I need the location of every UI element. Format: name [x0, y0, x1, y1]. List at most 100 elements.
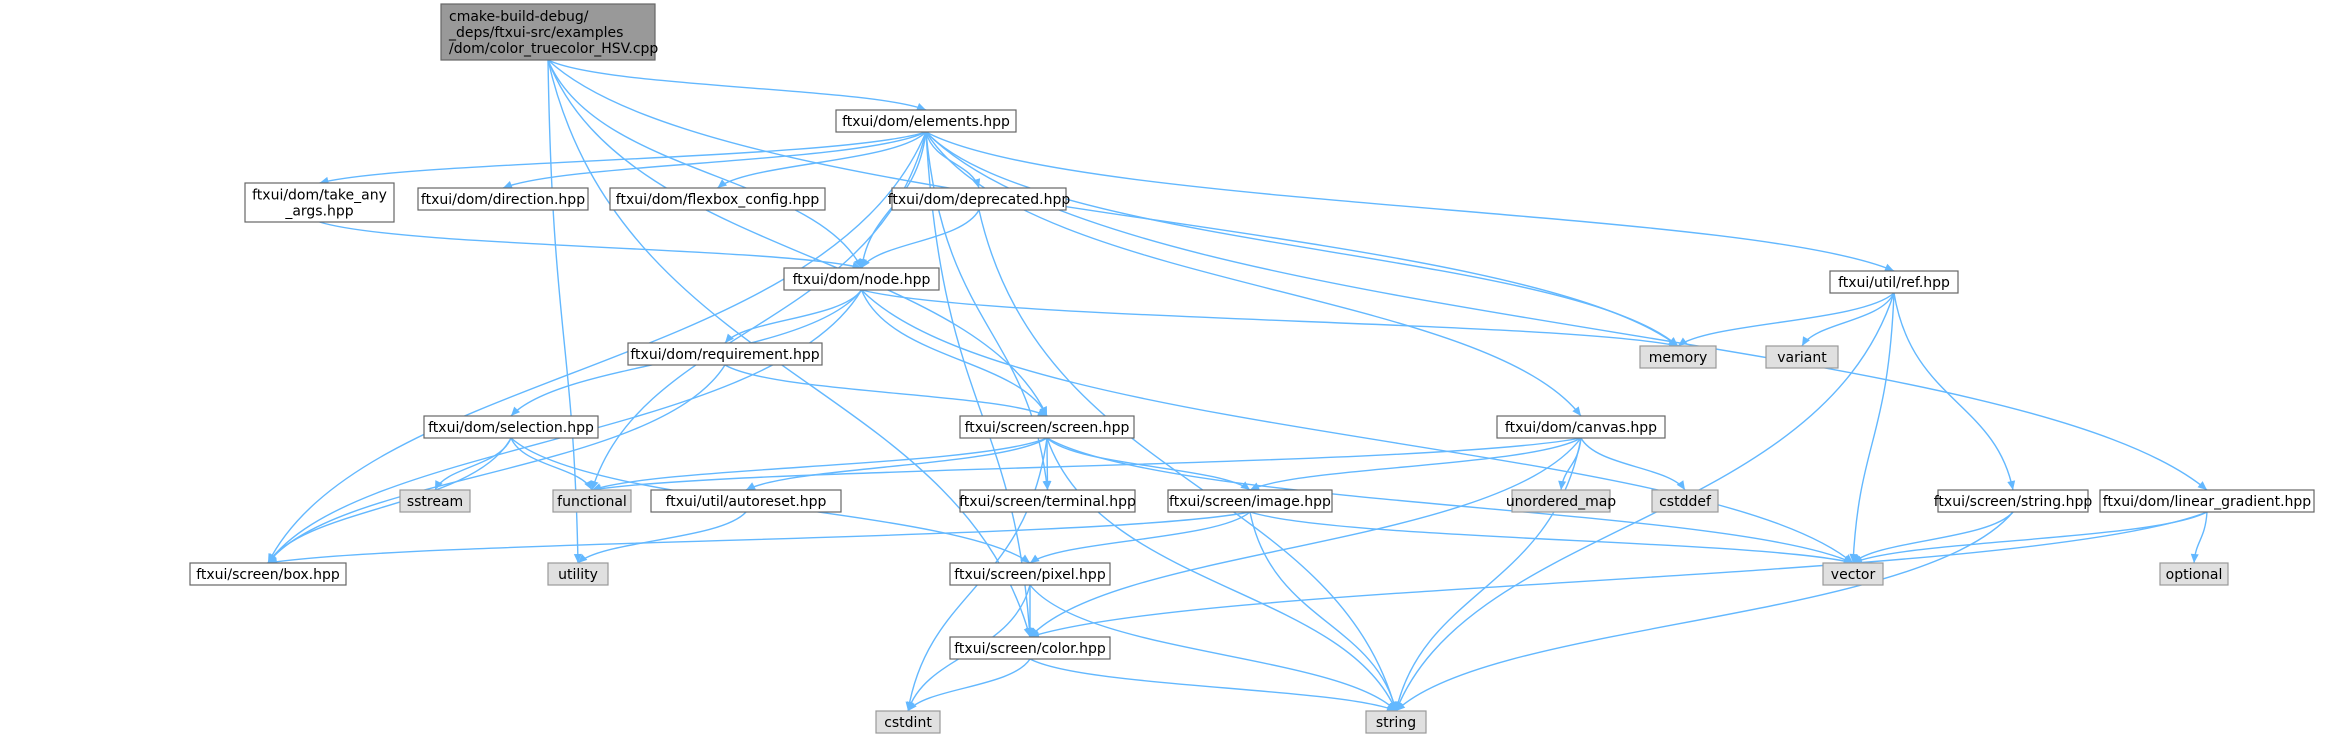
node-box — [783, 267, 940, 291]
node-label: unordered_map — [1506, 494, 1616, 510]
node-label: ftxui/dom/node.hpp — [793, 272, 931, 288]
node-image[interactable]: ftxui/screen/image.hpp — [1167, 489, 1333, 513]
node-label: ftxui/screen/terminal.hpp — [959, 494, 1136, 510]
node-box[interactable]: ftxui/screen/box.hpp — [189, 562, 347, 586]
node-box — [547, 562, 609, 586]
node-label: ftxui/screen/color.hpp — [954, 641, 1106, 657]
arrowhead — [1802, 336, 1810, 346]
node-label: /dom/color_truecolor_HSV.cpp — [449, 41, 658, 57]
node-box — [1651, 489, 1719, 513]
node-label: ftxui/screen/screen.hpp — [965, 420, 1130, 436]
node-box — [627, 342, 823, 366]
arrowhead — [1250, 482, 1260, 490]
edge-selection-to-box — [267, 437, 512, 564]
node-box — [2159, 562, 2229, 586]
node-box — [891, 187, 1067, 211]
edges-layer — [267, 59, 2208, 712]
node-screen-string[interactable]: ftxui/screen/string.hpp — [1934, 489, 2093, 513]
edge-requirement-to-box — [267, 364, 726, 564]
arrowhead — [584, 480, 592, 490]
arrowhead — [1026, 628, 1034, 637]
node-box — [949, 562, 1111, 586]
node-label: _deps/ftxui-src/examples — [448, 25, 623, 41]
node-label: memory — [1649, 350, 1708, 366]
edge-linear_gradient-to-vector — [1852, 511, 2208, 564]
node-label: ftxui/screen/pixel.hpp — [954, 567, 1106, 583]
node-box — [1365, 710, 1427, 734]
edge-root-to-node — [547, 59, 863, 269]
node-root[interactable]: cmake-build-debug/_deps/ftxui-src/exampl… — [440, 3, 658, 61]
arrowhead — [578, 553, 588, 563]
node-functional: functional — [552, 489, 632, 513]
edge-elements-to-color — [925, 131, 1031, 638]
node-label: vector — [1831, 567, 1876, 583]
node-deprecated[interactable]: ftxui/dom/deprecated.hpp — [888, 187, 1071, 211]
edge-canvas-to-color — [1029, 437, 1582, 638]
node-box — [1496, 415, 1666, 439]
node-direction[interactable]: ftxui/dom/direction.hpp — [417, 187, 589, 211]
edge-color-to-cstdint — [907, 658, 1031, 712]
node-terminal[interactable]: ftxui/screen/terminal.hpp — [959, 489, 1136, 513]
node-box — [244, 182, 395, 223]
edge-screen_string-to-string — [1395, 511, 2014, 712]
arrowhead — [2007, 480, 2016, 490]
node-util-ref[interactable]: ftxui/util/ref.hpp — [1829, 270, 1959, 294]
node-box — [2099, 489, 2315, 513]
node-requirement[interactable]: ftxui/dom/requirement.hpp — [627, 342, 823, 366]
arrowhead — [2190, 553, 2199, 563]
node-unordered-map: unordered_map — [1506, 489, 1616, 513]
node-label: ftxui/screen/box.hpp — [196, 567, 340, 583]
node-node[interactable]: ftxui/dom/node.hpp — [783, 267, 940, 291]
node-label: ftxui/dom/selection.hpp — [428, 420, 594, 436]
node-take-any-args[interactable]: ftxui/dom/take_any_args.hpp — [244, 182, 395, 223]
arrowhead — [1676, 480, 1685, 490]
node-label: ftxui/dom/elements.hpp — [842, 114, 1010, 130]
edge-node-to-requirement — [724, 289, 863, 344]
edge-util_ref-to-memory — [1677, 292, 1895, 347]
edge-canvas-to-cstddef — [1580, 437, 1686, 491]
node-flexbox-config[interactable]: ftxui/dom/flexbox_config.hpp — [609, 187, 826, 211]
node-canvas[interactable]: ftxui/dom/canvas.hpp — [1496, 415, 1666, 439]
node-box — [1511, 489, 1611, 513]
node-memory: memory — [1639, 345, 1717, 369]
arrowhead — [1853, 555, 1863, 564]
edge-color-to-string — [1029, 658, 1397, 712]
edge-deprecated-to-node — [860, 209, 980, 269]
node-label: variant — [1777, 350, 1827, 366]
edge-linear_gradient-to-color — [1029, 511, 2208, 638]
node-box — [835, 109, 1017, 133]
node-pixel[interactable]: ftxui/screen/pixel.hpp — [949, 562, 1111, 586]
edge-util_ref-to-string — [1395, 292, 1895, 712]
node-screen[interactable]: ftxui/screen/screen.hpp — [959, 415, 1135, 439]
node-box — [1829, 270, 1959, 294]
edge-elements-to-take_any_args — [319, 131, 927, 184]
node-box — [1167, 489, 1333, 513]
arrowhead — [1043, 480, 1052, 490]
edge-elements-to-direction — [502, 131, 927, 189]
node-cstdint: cstdint — [875, 710, 941, 734]
arrowhead — [435, 480, 443, 490]
node-box — [423, 415, 599, 439]
node-box — [959, 489, 1136, 513]
node-color[interactable]: ftxui/screen/color.hpp — [949, 636, 1111, 660]
node-linear-gradient[interactable]: ftxui/dom/linear_gradient.hpp — [2099, 489, 2315, 513]
arrowhead — [1558, 480, 1567, 490]
arrowhead — [746, 482, 756, 490]
node-label: ftxui/dom/direction.hpp — [421, 192, 585, 208]
node-elements[interactable]: ftxui/dom/elements.hpp — [835, 109, 1017, 133]
edge-util_ref-to-vector — [1852, 292, 1895, 564]
nodes-layer: cmake-build-debug/_deps/ftxui-src/exampl… — [189, 3, 2315, 734]
node-label: sstream — [407, 494, 463, 510]
node-label: functional — [557, 494, 627, 510]
node-label: ftxui/util/autoreset.hpp — [666, 494, 827, 510]
node-sstream: sstream — [399, 489, 471, 513]
arrowhead — [717, 179, 728, 188]
node-selection[interactable]: ftxui/dom/selection.hpp — [423, 415, 599, 439]
edge-screen-to-functional — [591, 437, 1048, 491]
node-label: ftxui/dom/requirement.hpp — [630, 347, 819, 363]
edge-root-to-memory — [547, 59, 1679, 347]
edge-canvas-to-functional — [591, 437, 1582, 491]
node-autoreset[interactable]: ftxui/util/autoreset.hpp — [650, 489, 842, 513]
edge-deprecated-to-string — [978, 209, 1397, 712]
node-label: ftxui/util/ref.hpp — [1838, 275, 1950, 291]
